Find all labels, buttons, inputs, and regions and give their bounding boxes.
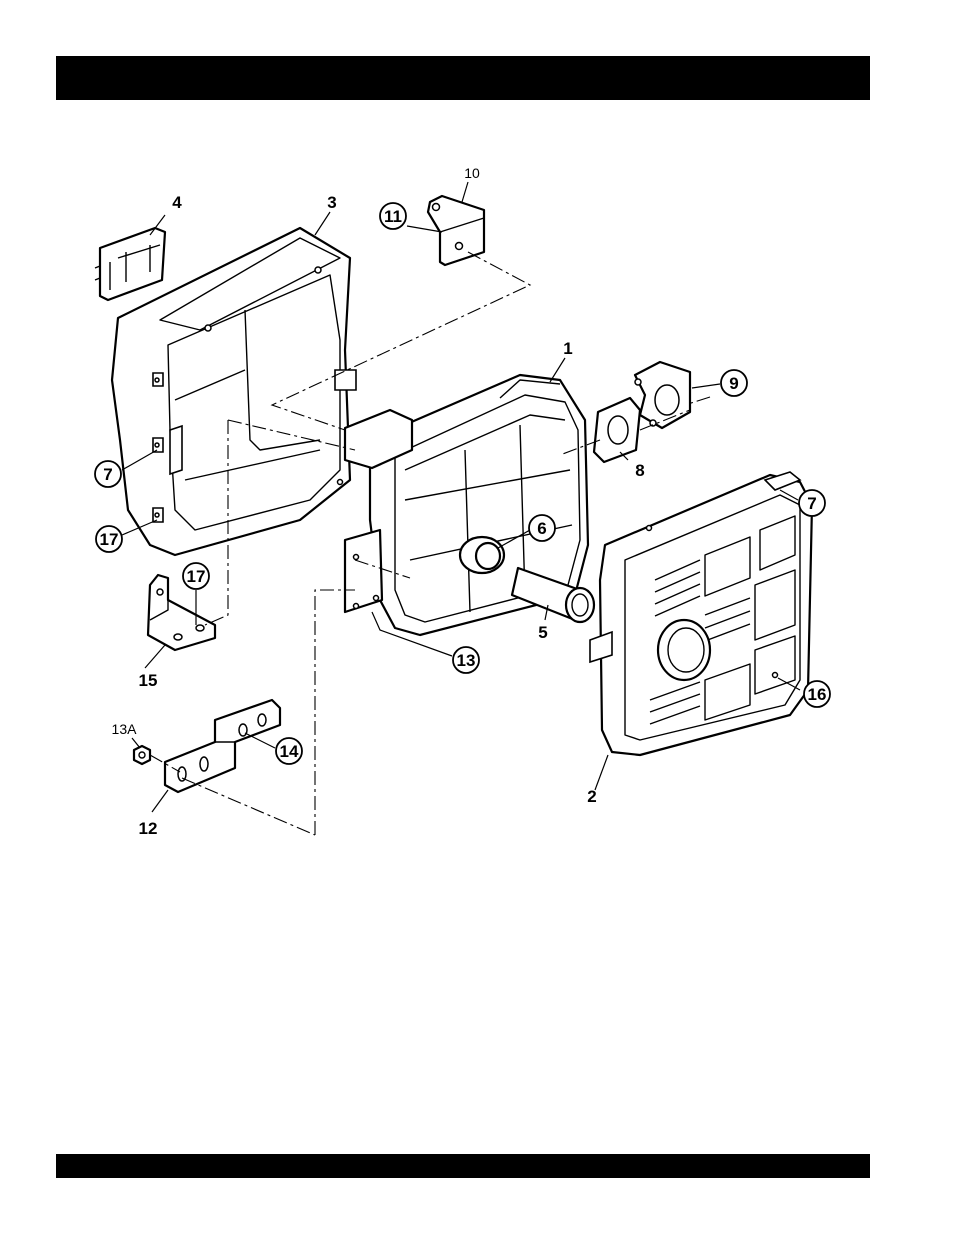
svg-text:8: 8 bbox=[635, 461, 644, 480]
svg-text:9: 9 bbox=[729, 374, 738, 393]
svg-text:12: 12 bbox=[139, 819, 158, 838]
callout-1: 1 bbox=[563, 339, 572, 358]
callout-5: 5 bbox=[538, 623, 547, 642]
svg-text:13: 13 bbox=[457, 651, 476, 670]
part-13a-nut bbox=[134, 746, 150, 764]
callout-14: 14 bbox=[276, 738, 302, 764]
svg-text:1: 1 bbox=[563, 339, 572, 358]
callout-2: 2 bbox=[587, 787, 596, 806]
part-2-front-protector bbox=[590, 472, 812, 755]
svg-text:14: 14 bbox=[280, 742, 299, 761]
svg-text:10: 10 bbox=[464, 165, 480, 181]
svg-text:11: 11 bbox=[384, 207, 402, 226]
svg-text:2: 2 bbox=[587, 787, 596, 806]
svg-text:4: 4 bbox=[172, 193, 182, 212]
part-8-gasket bbox=[594, 398, 640, 462]
callout-7-left: 7 bbox=[95, 461, 121, 487]
callout-17-left: 17 bbox=[96, 526, 122, 552]
callout-6: 6 bbox=[529, 515, 555, 541]
callout-3: 3 bbox=[327, 193, 336, 212]
callout-11: 11 bbox=[380, 203, 406, 229]
svg-text:13A: 13A bbox=[112, 721, 138, 737]
callout-15: 15 bbox=[139, 671, 158, 690]
svg-text:5: 5 bbox=[538, 623, 547, 642]
callout-10: 10 bbox=[464, 165, 480, 181]
svg-text:3: 3 bbox=[327, 193, 336, 212]
svg-text:7: 7 bbox=[103, 465, 112, 484]
callout-8: 8 bbox=[635, 461, 644, 480]
svg-text:16: 16 bbox=[808, 685, 827, 704]
callout-13: 13 bbox=[453, 647, 479, 673]
callout-12: 12 bbox=[139, 819, 158, 838]
callout-9: 9 bbox=[721, 370, 747, 396]
callout-16: 16 bbox=[804, 681, 830, 707]
part-4-cover-plate bbox=[95, 228, 165, 300]
svg-text:15: 15 bbox=[139, 671, 158, 690]
part-9-flange bbox=[635, 362, 690, 428]
svg-text:17: 17 bbox=[100, 530, 119, 549]
callout-7-right: 7 bbox=[799, 490, 825, 516]
svg-text:17: 17 bbox=[187, 567, 206, 586]
callout-13a: 13A bbox=[112, 721, 138, 737]
callout-17-bracket: 17 bbox=[183, 563, 209, 589]
callout-4: 4 bbox=[172, 193, 182, 212]
svg-text:7: 7 bbox=[807, 494, 816, 513]
footer-bar bbox=[56, 1154, 870, 1178]
svg-text:6: 6 bbox=[537, 519, 546, 538]
